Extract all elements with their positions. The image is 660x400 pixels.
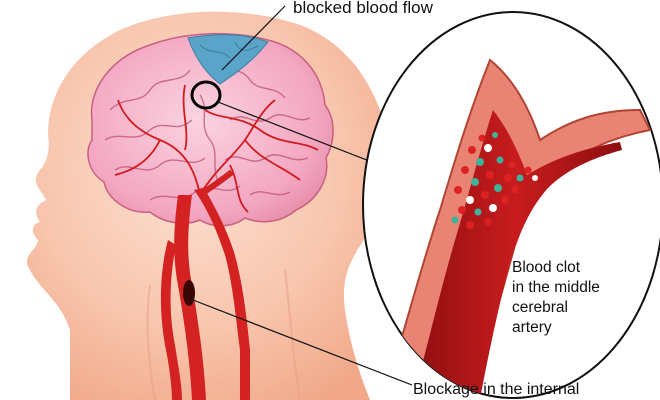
label-blockage-internal: Blockage in the internal bbox=[413, 381, 580, 398]
label-clot-line-4: artery bbox=[512, 319, 552, 337]
cerebral-arteries bbox=[114, 84, 319, 213]
blood-clot bbox=[451, 132, 538, 229]
enlarged-artery bbox=[378, 58, 652, 398]
label-blocked-blood-flow: blocked blood flow bbox=[293, 0, 433, 17]
neck-arteries bbox=[160, 169, 250, 400]
neck-blockage bbox=[183, 280, 195, 306]
label-clot-line-3: cerebral bbox=[512, 299, 568, 317]
brain bbox=[87, 32, 334, 227]
blocked-area bbox=[187, 34, 269, 85]
label-blood-clot: Blood clot in the middle cerebral artery bbox=[512, 258, 600, 339]
label-clot-line-1: Blood clot bbox=[512, 259, 581, 276]
label-clot-line-2: in the middle bbox=[512, 279, 600, 297]
highlight-circle bbox=[190, 80, 222, 110]
